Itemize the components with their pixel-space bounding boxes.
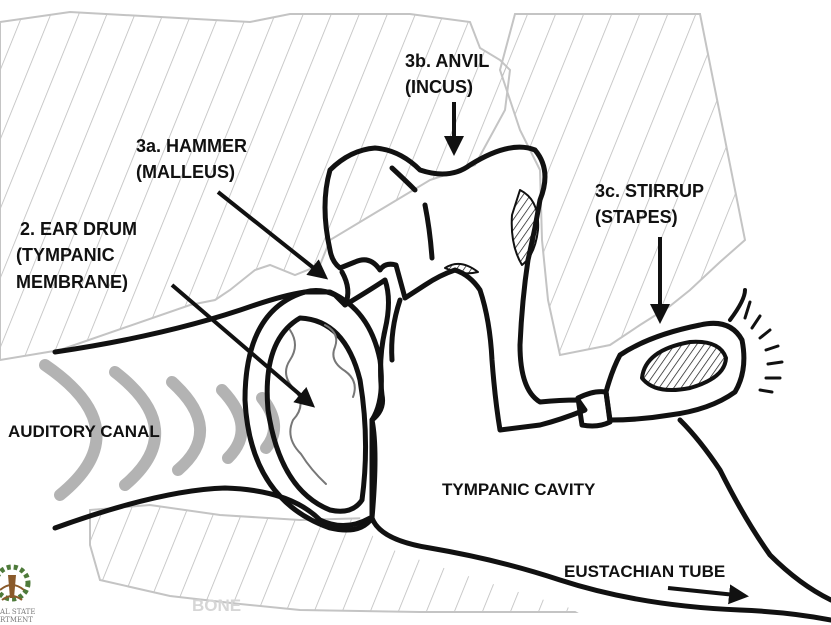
- stirrup-footplate: [642, 342, 726, 390]
- bone-label: BONE: [192, 596, 241, 615]
- eardrum-label-line2: (TYMPANIC: [16, 245, 115, 265]
- eardrum-label-line3: MEMBRANE): [16, 272, 128, 292]
- anvil-label-line2: (INCUS): [405, 77, 473, 97]
- logo-text-line1: AL STATE: [0, 608, 35, 616]
- hammer-label-line1: 3a. HAMMER: [136, 136, 247, 156]
- stirrup-label-line1: 3c. STIRRUP: [595, 181, 704, 201]
- eardrum-arrow: [172, 285, 312, 405]
- ear-drum-inner: [267, 318, 365, 511]
- logo-tree-trunk: [8, 575, 16, 598]
- oval-window-arc: [730, 290, 745, 320]
- anvil-body-crease: [425, 205, 432, 258]
- sound-wave-3: [172, 382, 200, 470]
- department-logo: AL STATE RTMENT: [0, 567, 35, 624]
- ear-drum-wavy-line: [286, 330, 326, 484]
- anvil-ligament-hatch: [512, 190, 538, 265]
- stirrup-label-line2: (STAPES): [595, 207, 678, 227]
- logo-text-line2: RTMENT: [0, 616, 33, 624]
- eustachian-tube-label: EUSTACHIAN TUBE: [564, 562, 725, 581]
- sound-wave-4: [222, 390, 242, 458]
- hammer-neck: [305, 272, 348, 305]
- anvil-label-line1: 3b. ANVIL: [405, 51, 489, 71]
- oval-window-spikes: [745, 302, 782, 392]
- auditory-canal-label: AUDITORY CANAL: [8, 422, 160, 441]
- tympanic-cavity-label: TYMPANIC CAVITY: [442, 480, 596, 499]
- hammer-label-line2: (MALLEUS): [136, 162, 235, 182]
- eardrum-label-line1: 2. EAR DRUM: [20, 219, 137, 239]
